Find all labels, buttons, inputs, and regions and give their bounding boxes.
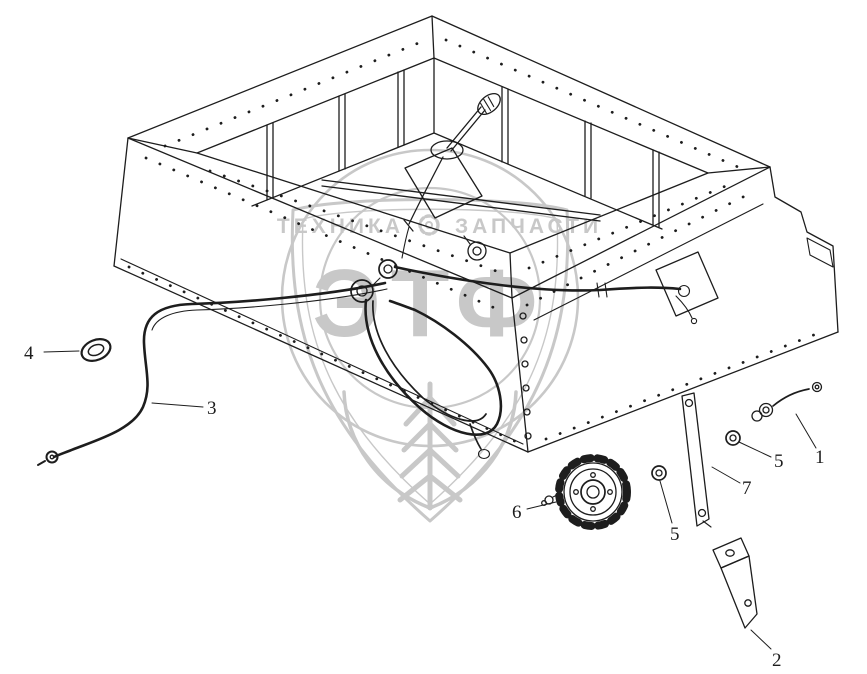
callout-5b: 5 xyxy=(738,441,784,472)
callout-6-leader xyxy=(526,501,557,510)
floor-rails xyxy=(321,179,601,222)
callout-6: 6 xyxy=(512,501,557,523)
callout-2-leader xyxy=(750,629,772,650)
lever-mount-plate xyxy=(404,147,483,219)
right-bottom-edge xyxy=(527,331,839,453)
part-grommet-ring-4 xyxy=(80,338,112,362)
front-corner-edge xyxy=(511,297,529,453)
shield-inner-outline xyxy=(301,208,559,505)
callout-1-leader xyxy=(795,413,817,449)
callout-1: 1 xyxy=(795,413,825,468)
callout-5a-leader xyxy=(659,480,673,524)
rim-corner-miters xyxy=(127,15,771,299)
right-step-plate xyxy=(806,237,834,268)
callout-3: 3 xyxy=(151,398,217,419)
control-lever xyxy=(401,92,501,259)
right-face-seam xyxy=(533,203,764,321)
right-end-connector xyxy=(675,284,698,325)
harness-drop-branch xyxy=(469,423,482,450)
callout-7-leader xyxy=(711,466,741,484)
part-sensor-1 xyxy=(751,381,823,422)
callout-4-leader xyxy=(43,350,80,353)
callout-3-label: 3 xyxy=(207,398,217,419)
lever-rod-fork xyxy=(403,219,414,232)
drop-branch-connector xyxy=(477,448,491,460)
lever-knob xyxy=(477,92,501,116)
part-nut-5b xyxy=(725,430,741,446)
part-sprocket-6 xyxy=(541,454,631,530)
front-bottom-seam xyxy=(120,258,524,445)
callout-6-label: 6 xyxy=(512,502,522,523)
shield-outline xyxy=(290,198,570,523)
left-outer-edge xyxy=(113,137,129,267)
part-cable-end-connector-3 xyxy=(37,450,59,466)
callout-2-label: 2 xyxy=(772,650,782,671)
box-frame xyxy=(113,15,839,453)
wall-bases xyxy=(251,132,663,230)
watermark-left-text: ТЕХНИКА xyxy=(277,215,404,238)
harness-left-twin xyxy=(151,288,388,331)
inline-connector-band xyxy=(596,282,608,298)
callout-7: 7 xyxy=(711,466,752,499)
callout-1-label: 1 xyxy=(815,447,825,468)
sprocket-teeth xyxy=(555,454,631,530)
callout-5a: 5 xyxy=(659,480,680,545)
right-face-opening xyxy=(655,251,719,317)
round-connector-small xyxy=(371,259,398,287)
harness-front-loop xyxy=(364,298,503,436)
callout-5b-label: 5 xyxy=(774,451,784,472)
front-bottom-edge xyxy=(113,265,529,453)
wheat-ear-icon xyxy=(342,381,518,511)
watermark-center-text: ЭТФ xyxy=(312,250,547,357)
callout-5b-leader xyxy=(738,441,772,458)
lever-rod xyxy=(408,156,444,225)
callout-2: 2 xyxy=(750,629,782,671)
harness-left-run xyxy=(52,281,387,459)
callout-4-label: 4 xyxy=(24,343,34,364)
rod-cable-link xyxy=(401,226,410,259)
rivet-rows xyxy=(127,38,826,445)
round-connector-large xyxy=(350,279,374,303)
part-nut-5a xyxy=(651,465,667,481)
front-corner-bolt-holes xyxy=(519,312,532,440)
callout-4: 4 xyxy=(24,343,80,364)
gear-icon xyxy=(418,214,440,236)
harness-right-run xyxy=(393,265,682,292)
right-wall-posts xyxy=(501,86,660,228)
rim-connector xyxy=(463,235,487,261)
part-angle-bracket-2 xyxy=(712,537,758,629)
harness-front-loop-inner xyxy=(372,300,487,422)
right-profile xyxy=(769,166,839,333)
wiring-harness xyxy=(52,259,698,460)
callout-7-label: 7 xyxy=(742,478,752,499)
part-strap-bracket-7 xyxy=(681,392,712,528)
callout-3-leader xyxy=(151,402,204,408)
left-wall-posts xyxy=(266,69,405,201)
watermark: ТЕХНИКА ЗАПЧАСТИ ЭТФ xyxy=(277,148,598,523)
callout-5a-label: 5 xyxy=(670,524,680,545)
